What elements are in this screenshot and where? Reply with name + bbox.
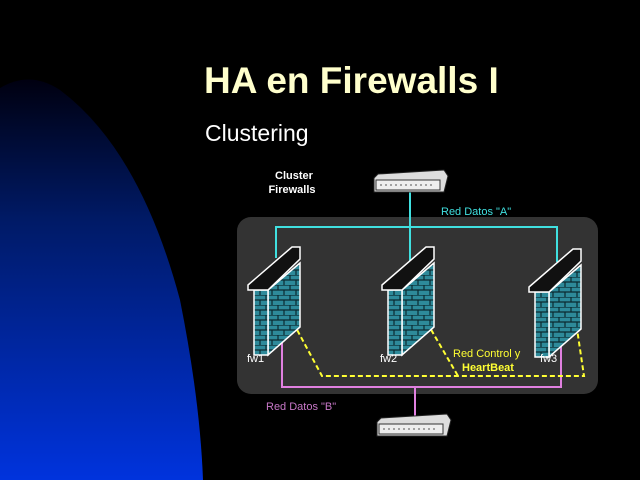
firewall-3-label: fw3 (540, 353, 557, 365)
network-a-label: Red Datos "A" (441, 206, 511, 218)
network-b-lines (281, 320, 562, 418)
firewall-1-icon (247, 246, 301, 357)
bullet-item: Clustering (205, 120, 309, 147)
slide-title: HA en Firewalls I (204, 60, 499, 101)
cluster-label-line1: Cluster (275, 170, 314, 182)
heartbeat-lines (281, 301, 586, 377)
bullet-text: Clustering (205, 120, 309, 146)
control-label-line1: Red Control y (453, 348, 521, 360)
network-b-label: Red Datos "B" (266, 401, 336, 413)
switch-bottom-icon (376, 413, 452, 437)
control-label-line2: HeartBeat (462, 362, 514, 374)
firewall-3-icon (528, 248, 582, 359)
firewall-2-label: fw2 (380, 353, 397, 365)
switch-top-icon (373, 169, 449, 193)
firewall-1-label: fw1 (247, 353, 264, 365)
network-a-lines (275, 192, 558, 262)
cluster-label-line2: Firewalls (268, 184, 315, 196)
firewall-2-icon (381, 246, 435, 357)
